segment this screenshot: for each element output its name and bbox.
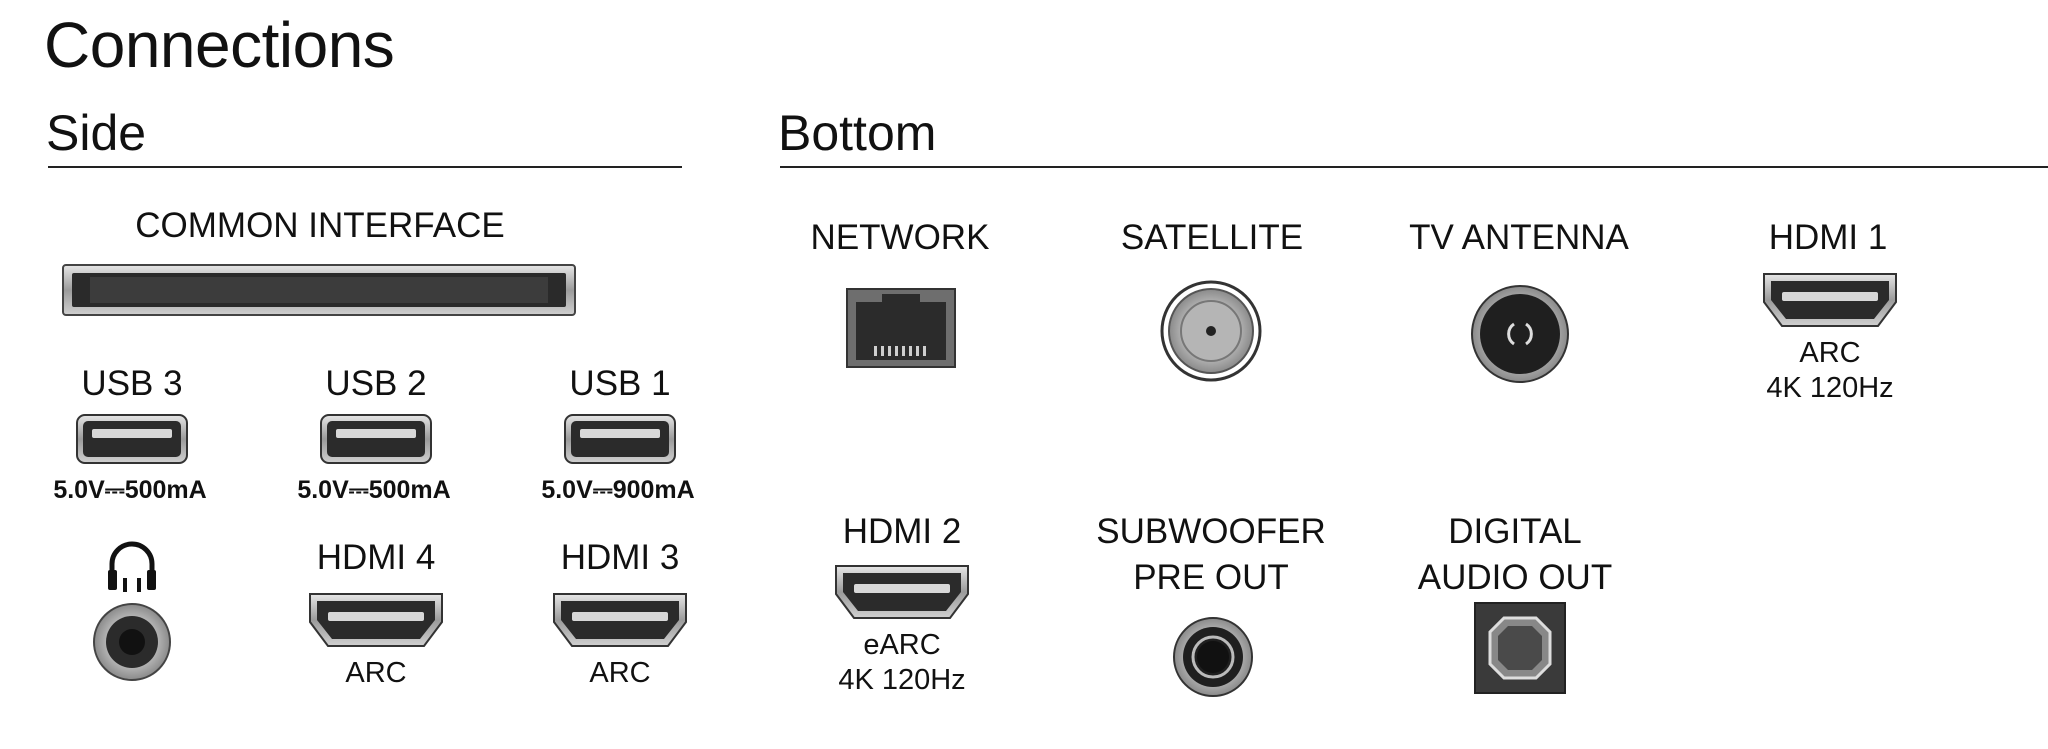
usb3-spec: 5.0V⎓500mA [53,476,207,504]
section-heading-side: Side [46,105,147,161]
hdmi3-label: HDMI 3 [560,538,680,577]
usb1-label: USB 1 [569,364,671,403]
bottom-divider [780,166,2048,168]
hdmi3-sub: ARC [589,657,651,689]
usb-port-icon [76,414,188,464]
section-heading-bottom: Bottom [778,105,937,161]
headphones-icon [108,541,156,592]
hdmi-port-icon [1763,273,1897,327]
subwoofer-label-line1: SUBWOOFER [1096,512,1326,551]
usb2-label: USB 2 [325,364,427,403]
digital-audio-label-line1: DIGITAL [1448,512,1582,551]
ethernet-port-icon [846,288,956,368]
network-label: NETWORK [810,218,990,257]
hdmi-port-icon [309,593,443,647]
optical-port-icon [1474,602,1566,694]
satellite-connector-icon [1160,280,1262,382]
hdmi-port-icon [553,593,687,647]
hdmi-port-icon [835,565,969,619]
side-divider [48,166,682,168]
hdmi2-label: HDMI 2 [842,512,962,551]
common-interface-label: COMMON INTERFACE [135,206,505,245]
page-title: Connections [44,9,395,81]
hdmi2-earc: eARC [863,629,941,661]
common-interface-slot-icon [62,264,576,316]
subwoofer-jack-icon [1173,617,1253,697]
usb-port-icon [320,414,432,464]
hdmi2-resolution: 4K 120Hz [838,664,966,696]
hdmi1-label: HDMI 1 [1768,218,1888,257]
usb1-spec: 5.0V⎓900mA [541,476,695,504]
tv-antenna-label: TV ANTENNA [1409,218,1629,257]
usb2-spec: 5.0V⎓500mA [297,476,451,504]
subwoofer-label-line2: PRE OUT [1133,558,1289,597]
hdmi1-resolution: 4K 120Hz [1766,372,1894,404]
hdmi4-label: HDMI 4 [316,538,436,577]
headphone-jack-icon [93,603,171,681]
digital-audio-label-line2: AUDIO OUT [1417,558,1613,597]
hdmi4-sub: ARC [345,657,407,689]
hdmi1-arc: ARC [1799,337,1861,369]
satellite-label: SATELLITE [1120,218,1304,257]
usb-port-icon [564,414,676,464]
usb3-label: USB 3 [81,364,183,403]
antenna-connector-icon [1471,285,1569,383]
